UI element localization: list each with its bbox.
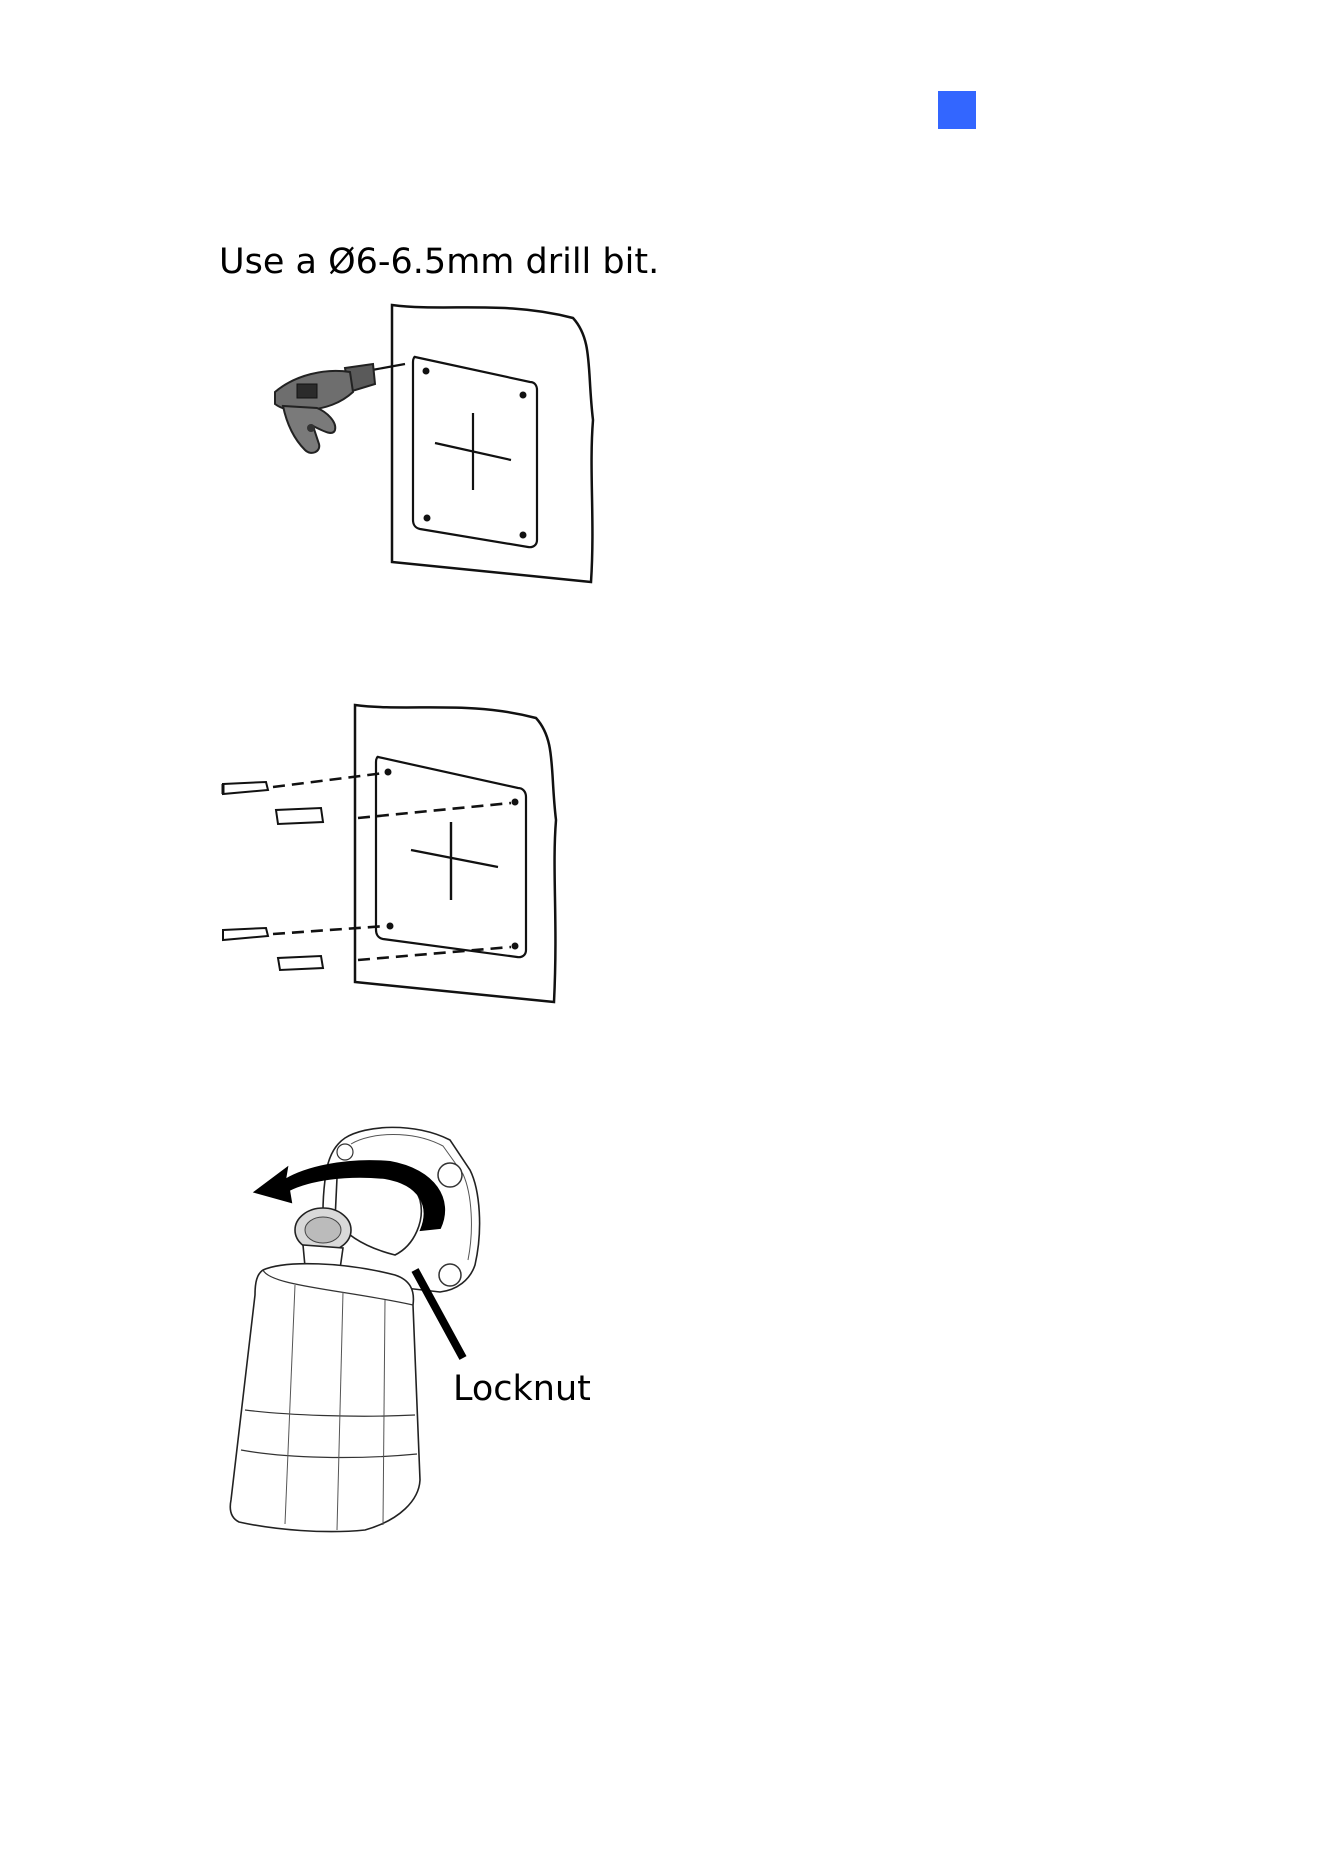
anchor-icon: [223, 782, 323, 970]
drill-wall-illustration: [255, 300, 605, 590]
camera-locknut-illustration: [225, 1120, 625, 1540]
chapter-marker-square: [938, 91, 976, 129]
wall-anchors-illustration: [218, 700, 598, 1010]
locknut-label: Locknut: [453, 1372, 591, 1407]
drill-icon: [275, 364, 405, 453]
drill-bit-caption: Use a Ø6-6.5mm drill bit.: [219, 245, 659, 280]
